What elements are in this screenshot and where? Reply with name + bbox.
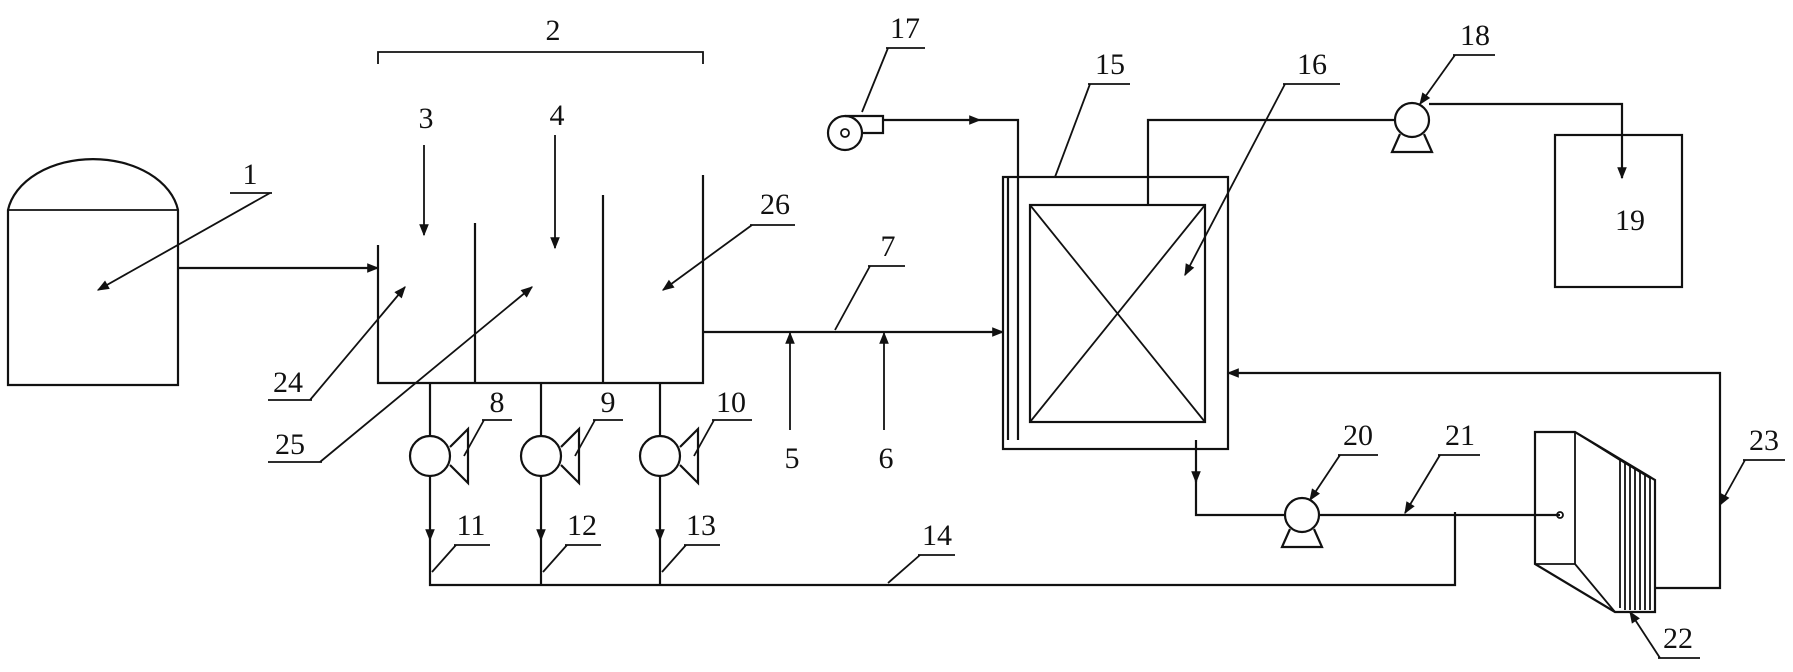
label-20: 20 xyxy=(1343,419,1373,452)
leader-15 xyxy=(1054,83,1091,178)
leader-17 xyxy=(861,47,889,113)
leader-11 xyxy=(431,544,457,573)
membrane-tank xyxy=(1001,175,1230,451)
leader-24 xyxy=(309,286,406,401)
sludge-pump-8 xyxy=(408,383,470,542)
label-18: 18 xyxy=(1460,19,1490,52)
leader-25 xyxy=(319,286,533,463)
sludge-pump-9 xyxy=(519,383,581,542)
leader-21 xyxy=(1404,454,1441,515)
leader-12 xyxy=(542,544,568,573)
reactor-bracket xyxy=(377,51,704,64)
label-4: 4 xyxy=(550,99,565,132)
sludge-pump-10 xyxy=(638,383,700,542)
label-12: 12 xyxy=(567,509,597,542)
sludge-pump-20 xyxy=(1280,496,1324,549)
label-22: 22 xyxy=(1663,622,1693,655)
label-7: 7 xyxy=(881,230,896,263)
leader-20 xyxy=(1309,454,1341,501)
label-21: 21 xyxy=(1445,419,1475,452)
return-line-14 xyxy=(428,512,1457,587)
leader-7 xyxy=(834,265,871,331)
leader-16 xyxy=(1184,83,1286,277)
label-11: 11 xyxy=(457,509,486,542)
leader-18 xyxy=(1419,54,1456,105)
permeate-tank xyxy=(1553,133,1684,289)
leader-1 xyxy=(96,192,271,291)
label-9: 9 xyxy=(601,386,616,419)
label-17: 17 xyxy=(890,12,920,45)
label-24: 24 xyxy=(273,366,303,399)
leader-22 xyxy=(1629,610,1661,659)
storage-tank xyxy=(6,158,180,387)
label-16: 16 xyxy=(1297,48,1327,81)
multi-stage-reactor xyxy=(376,175,705,385)
leader-14 xyxy=(887,554,921,584)
label-26: 26 xyxy=(760,188,790,221)
leader-10 xyxy=(693,419,715,457)
label-2: 2 xyxy=(546,14,561,47)
filtrate-return-23 xyxy=(1226,368,1722,590)
leader-9 xyxy=(574,419,596,457)
label-15: 15 xyxy=(1095,48,1125,81)
label-1: 1 xyxy=(243,158,258,191)
label-3: 3 xyxy=(419,102,434,135)
label-23: 23 xyxy=(1749,424,1779,457)
permeate-pump xyxy=(1390,101,1434,154)
leader-26 xyxy=(662,224,753,291)
label-10: 10 xyxy=(716,386,746,419)
label-25: 25 xyxy=(275,428,305,461)
label-5: 5 xyxy=(785,442,800,475)
label-13: 13 xyxy=(686,509,716,542)
leader-8 xyxy=(463,419,485,457)
label-19: 19 xyxy=(1615,204,1645,237)
label-6: 6 xyxy=(879,442,894,475)
permeate-line xyxy=(1146,118,1395,205)
sludge-line xyxy=(1194,475,1285,517)
air-blower xyxy=(826,114,1020,440)
label-8: 8 xyxy=(490,386,505,419)
filter-press xyxy=(1533,430,1657,614)
label-14: 14 xyxy=(922,519,952,552)
leader-23 xyxy=(1719,459,1746,507)
leader-13 xyxy=(661,544,687,573)
